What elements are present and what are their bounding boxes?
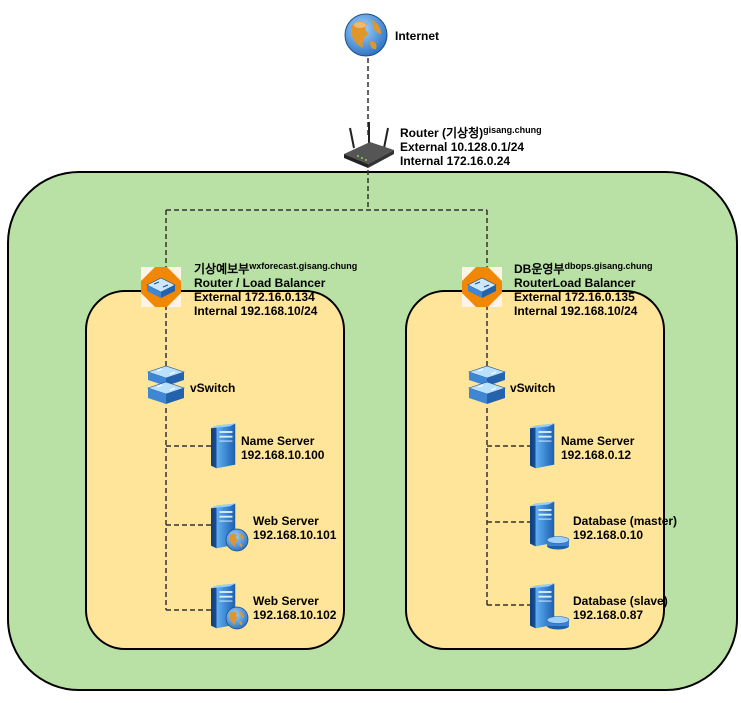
right-server-3-label: Database (slave) 192.168.0.87	[573, 594, 668, 622]
left-server-3-name: Web Server	[253, 594, 319, 608]
right-vswitch-icon	[467, 364, 507, 408]
left-router-external: External 172.16.0.134	[194, 290, 315, 304]
right-server-1-label: Name Server 192.168.0.12	[561, 434, 634, 462]
right-router-external: External 172.16.0.135	[514, 290, 635, 304]
right-router-domain: dbops.gisang.chung	[564, 261, 653, 271]
left-name-server-icon	[211, 422, 239, 470]
right-server-3-ip: 192.168.0.87	[573, 608, 644, 622]
left-server-3-label: Web Server 192.168.10.102	[253, 594, 336, 622]
main-router-external: External 10.128.0.1/24	[400, 140, 525, 154]
left-server-2-label: Web Server 192.168.10.101	[253, 514, 336, 542]
left-router-title: 기상예보부	[194, 262, 250, 276]
left-server-1-name: Name Server	[241, 434, 315, 448]
internet-globe-icon	[344, 13, 388, 57]
left-load-balancer-icon	[141, 267, 181, 307]
right-router-role: RouterLoad Balancer	[514, 276, 636, 290]
wireless-router-icon	[344, 122, 394, 168]
left-server-2-name: Web Server	[253, 514, 319, 528]
left-server-1-ip: 192.168.10.100	[241, 448, 325, 462]
right-server-2-name: Database (master)	[573, 514, 678, 528]
right-load-balancer-icon	[462, 267, 502, 307]
left-web-server-2-globe-icon	[225, 606, 249, 630]
main-router-title: Router (기상청)	[400, 126, 484, 140]
right-server-1-name: Name Server	[561, 434, 635, 448]
left-vswitch-icon	[146, 364, 186, 408]
right-server-2-label: Database (master) 192.168.0.10	[573, 514, 677, 542]
left-server-2-ip: 192.168.10.101	[253, 528, 337, 542]
left-server-1-label: Name Server 192.168.10.100	[241, 434, 324, 462]
left-router-internal: Internal 192.168.10/24	[194, 304, 318, 318]
right-name-server-icon	[530, 422, 558, 470]
left-web-server-1-globe-icon	[225, 528, 249, 552]
left-server-3-ip: 192.168.10.102	[253, 608, 337, 622]
right-vswitch-label: vSwitch	[510, 381, 556, 395]
left-router-domain: wxforecast.gisang.chung	[249, 261, 358, 271]
right-server-1-ip: 192.168.0.12	[561, 448, 632, 462]
right-server-3-name: Database (slave)	[573, 594, 668, 608]
main-router-internal: Internal 172.16.0.24	[400, 154, 511, 168]
main-router-label: Router (기상청)gisang.chung External 10.128…	[400, 125, 542, 169]
main-router-domain: gisang.chung	[483, 125, 542, 135]
right-router-internal: Internal 192.168.10/24	[514, 304, 638, 318]
right-database-slave-disk-icon	[546, 616, 570, 630]
right-server-2-ip: 192.168.0.10	[573, 528, 644, 542]
left-router-role: Router / Load Balancer	[194, 276, 326, 290]
right-router-title: DB운영부	[514, 262, 565, 276]
right-database-master-disk-icon	[546, 536, 570, 550]
right-department-zone	[405, 290, 665, 650]
left-router-label: 기상예보부wxforecast.gisang.chung Router / Lo…	[194, 261, 358, 319]
internet-label: Internet	[395, 29, 440, 43]
left-vswitch-label: vSwitch	[190, 381, 236, 395]
right-router-label: DB운영부dbops.gisang.chung RouterLoad Balan…	[514, 261, 653, 319]
